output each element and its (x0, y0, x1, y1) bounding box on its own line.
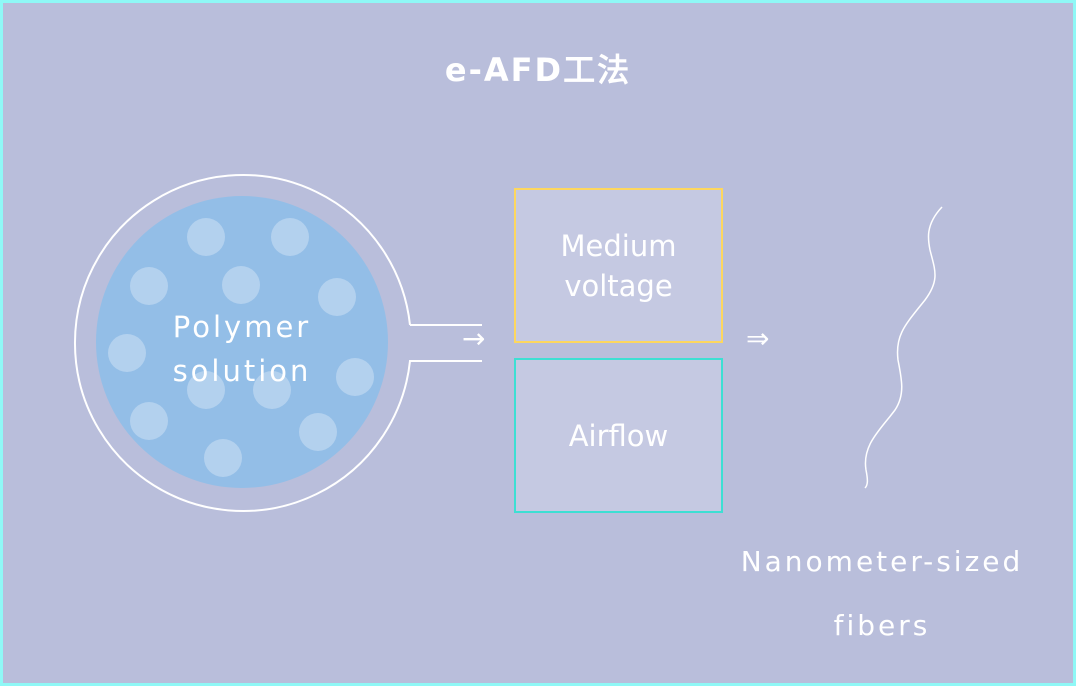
bubble (222, 266, 260, 304)
bubble (253, 371, 291, 409)
bubble (336, 358, 374, 396)
diagram-title: e-AFD工法 (444, 51, 632, 89)
fiber-label-line1: Nanometer-sized (740, 545, 1024, 578)
bubble (130, 402, 168, 440)
voltage-label-line1: Medium (560, 228, 677, 263)
right-arrow-icon: → (462, 322, 486, 355)
voltage-label-line2: voltage (564, 268, 673, 303)
bubble (204, 439, 242, 477)
polymer-solution-label: Polymer solution (120, 305, 364, 393)
bubble (130, 267, 168, 305)
bubble (187, 218, 225, 256)
medium-voltage-box: Medium voltage (514, 188, 723, 343)
double-right-arrow-icon: ⇒ (746, 322, 770, 355)
bubble (108, 334, 146, 372)
airflow-label: Airflow (568, 418, 669, 453)
container-outline (74, 174, 482, 512)
bubble (318, 278, 356, 316)
bubble (299, 413, 337, 451)
fiber-label-line2: fibers (833, 609, 931, 642)
polymer-label-line1: Polymer (172, 310, 312, 344)
bubble (271, 218, 309, 256)
nanofiber-label: Nanometer-sized fibers (722, 530, 1042, 658)
nanofiber-line (864, 206, 943, 489)
airflow-box: Airflow (514, 358, 723, 513)
polymer-bubbles (108, 218, 374, 477)
bubble (187, 371, 225, 409)
polymer-label-line2: solution (172, 354, 312, 388)
